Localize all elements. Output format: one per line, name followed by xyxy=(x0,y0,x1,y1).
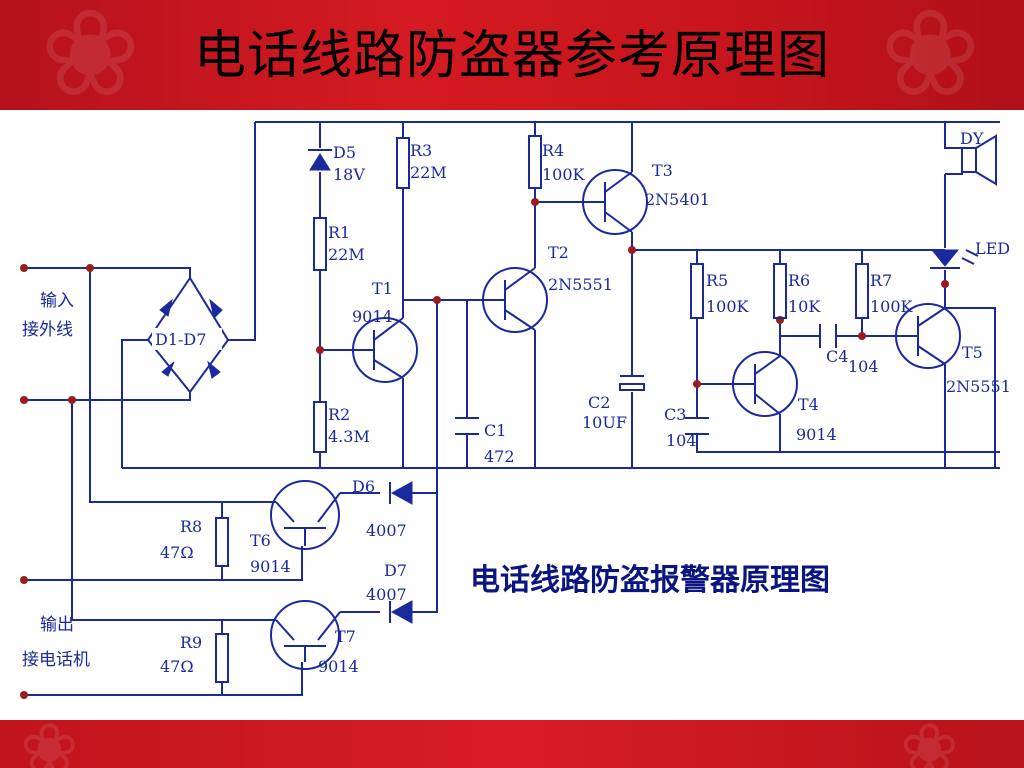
label-r7-val: 100K xyxy=(870,297,914,316)
label-r8: R8 xyxy=(180,517,202,536)
junction-dots xyxy=(20,198,949,699)
label-output-2: 接电话机 xyxy=(22,650,90,670)
label-t3: T3 xyxy=(652,161,673,180)
label-dy: DY xyxy=(960,129,984,148)
label-r5-val: 100K xyxy=(706,297,750,316)
label-t4: T4 xyxy=(798,395,819,414)
label-c4: C4 xyxy=(826,347,848,366)
label-d1-d7: D1-D7 xyxy=(155,330,206,349)
circuit-schematic: 输入 接外线 输出 接电话机 D1-D7 D5 18V R1 22M R2 4.… xyxy=(20,121,1011,699)
wires xyxy=(24,121,1000,696)
speaker-dy xyxy=(944,134,997,186)
title-banner: ❀ ❀ 电话线路防盗器参考原理图 xyxy=(0,0,1024,110)
label-t4-val: 9014 xyxy=(796,425,837,444)
label-input-1: 输入 xyxy=(40,291,74,311)
label-d5-val: 18V xyxy=(333,165,365,184)
label-t6-val: 9014 xyxy=(250,557,291,576)
footer-watermark-left: ❀ xyxy=(20,720,79,768)
label-r9-val: 47Ω xyxy=(160,657,194,676)
component-labels: 输入 接外线 输出 接电话机 D1-D7 D5 18V R1 22M R2 4.… xyxy=(22,129,1011,676)
label-r3: R3 xyxy=(410,141,432,160)
label-r2-val: 4.3M xyxy=(328,427,370,446)
label-c3-val: 104 xyxy=(666,431,697,450)
label-d7-val: 4007 xyxy=(366,585,407,604)
label-t5-val: 2N5551 xyxy=(946,377,1011,396)
label-r7: R7 xyxy=(870,271,892,290)
zener-diode-d5 xyxy=(308,149,332,171)
footer-watermark-right: ❀ xyxy=(900,720,959,768)
footer-banner: ❀ ❀ xyxy=(0,720,1024,768)
label-d6: D6 xyxy=(352,477,375,496)
transistors xyxy=(270,169,961,670)
led xyxy=(930,249,979,269)
diodes-d6-d7 xyxy=(389,481,413,624)
label-t1-val: 9014 xyxy=(352,307,393,326)
label-d5: D5 xyxy=(333,143,356,162)
label-r4: R4 xyxy=(542,141,564,160)
label-r9: R9 xyxy=(180,633,202,652)
label-c2-val: 10UF xyxy=(582,413,627,432)
label-r1-val: 22M xyxy=(328,245,365,264)
label-input-2: 接外线 xyxy=(22,320,73,340)
label-d6-val: 4007 xyxy=(366,521,407,540)
label-output-1: 输出 xyxy=(40,615,74,635)
label-r8-val: 47Ω xyxy=(160,543,194,562)
label-r1: R1 xyxy=(328,223,350,242)
label-t7: T7 xyxy=(335,627,356,646)
label-r6-val: 10K xyxy=(788,297,821,316)
label-t2: T2 xyxy=(548,243,569,262)
label-t3-val: 2N5401 xyxy=(645,190,710,209)
label-t2-val: 2N5551 xyxy=(548,275,613,294)
bridge-rectifier xyxy=(152,298,223,379)
label-c3: C3 xyxy=(664,405,686,424)
label-r5: R5 xyxy=(706,271,728,290)
label-r6: R6 xyxy=(788,271,810,290)
label-led: LED xyxy=(975,239,1010,258)
capacitors xyxy=(455,324,837,435)
label-r4-val: 100K xyxy=(542,165,586,184)
banner-watermark-right: ❀ xyxy=(880,0,981,110)
label-r3-val: 22M xyxy=(410,163,447,182)
banner-watermark-left: ❀ xyxy=(40,0,141,110)
diagram-caption: 电话线路防盗报警器原理图 xyxy=(470,563,830,598)
resistors xyxy=(215,135,869,683)
label-t1: T1 xyxy=(372,279,393,298)
label-t7-val: 9014 xyxy=(318,657,359,676)
label-t5: T5 xyxy=(962,343,983,362)
label-r2: R2 xyxy=(328,405,350,424)
label-c1-val: 472 xyxy=(484,447,515,466)
label-d7: D7 xyxy=(384,561,407,580)
label-t6: T6 xyxy=(250,531,271,550)
label-c2: C2 xyxy=(588,393,610,412)
label-c1: C1 xyxy=(484,421,506,440)
label-c4-val: 104 xyxy=(848,357,879,376)
slide-title: 电话线路防盗器参考原理图 xyxy=(193,26,830,86)
